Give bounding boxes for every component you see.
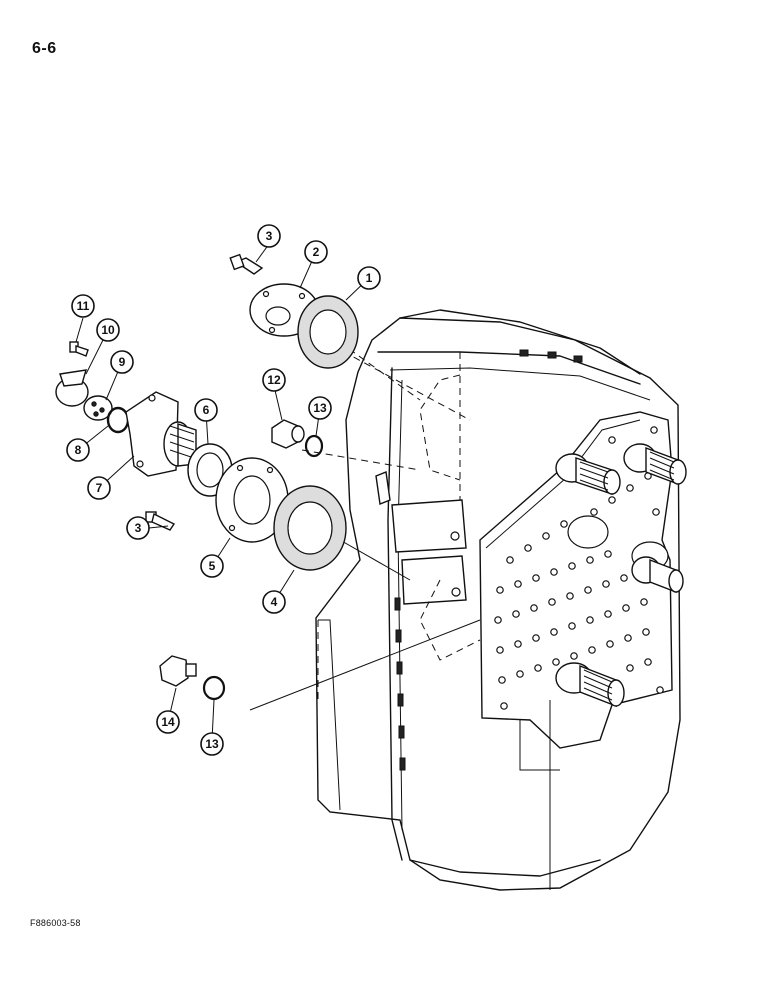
svg-text:4: 4 <box>271 595 278 609</box>
nut-9 <box>83 395 113 421</box>
svg-text:5: 5 <box>209 559 216 573</box>
callout-6: 6 <box>194 398 218 422</box>
callout-8: 8 <box>66 438 90 462</box>
o-ring-8 <box>106 406 130 434</box>
pto-shaft-middle-right <box>631 556 684 594</box>
callout-13-upper: 13 <box>308 396 332 420</box>
callout-11: 11 <box>71 294 95 318</box>
bolt-lower <box>145 511 176 531</box>
svg-text:14: 14 <box>161 715 175 729</box>
yoke-flange <box>125 391 197 477</box>
callout-3-lower: 3 <box>126 516 150 540</box>
svg-text:3: 3 <box>135 521 142 535</box>
callout-5: 5 <box>200 554 224 578</box>
bolt-upper <box>229 253 264 275</box>
svg-text:7: 7 <box>96 481 103 495</box>
gasket-lower <box>273 485 347 571</box>
svg-text:8: 8 <box>75 443 82 457</box>
pto-shaft-lower <box>555 662 625 708</box>
plug-12 <box>271 419 305 449</box>
callout-12: 12 <box>262 368 286 392</box>
svg-text:2: 2 <box>313 245 320 259</box>
svg-text:10: 10 <box>101 323 115 337</box>
bolt-11 <box>69 341 89 357</box>
callout-2: 2 <box>304 240 328 264</box>
svg-text:9: 9 <box>119 355 126 369</box>
svg-text:6: 6 <box>203 403 210 417</box>
plate-bolt-holes <box>494 426 664 710</box>
o-ring-13-upper <box>304 434 324 458</box>
callout-3-upper: 3 <box>257 224 281 248</box>
callout-9: 9 <box>110 350 134 374</box>
callout-7: 7 <box>87 476 111 500</box>
transmission-housing <box>315 309 687 891</box>
callout-10: 10 <box>96 318 120 342</box>
svg-text:13: 13 <box>205 737 219 751</box>
callout-14: 14 <box>156 710 180 734</box>
svg-text:3: 3 <box>266 229 273 243</box>
page-number: 6-6 <box>32 40 57 57</box>
retainer-plate <box>215 457 289 543</box>
svg-text:11: 11 <box>77 299 90 313</box>
svg-text:1: 1 <box>366 271 373 285</box>
retainer-washer <box>55 369 89 407</box>
plug-14 <box>159 655 197 687</box>
o-ring-13-lower <box>202 675 226 701</box>
pto-shaft-upper-left <box>555 453 621 495</box>
gasket-upper <box>297 295 359 369</box>
callout-4: 4 <box>262 590 286 614</box>
callout-1: 1 <box>357 266 381 290</box>
pto-shaft-upper-right <box>623 443 687 486</box>
callout-13-lower: 13 <box>200 732 224 756</box>
figure-code: F886003-58 <box>30 918 81 928</box>
svg-text:13: 13 <box>313 401 327 415</box>
svg-text:12: 12 <box>267 373 281 387</box>
